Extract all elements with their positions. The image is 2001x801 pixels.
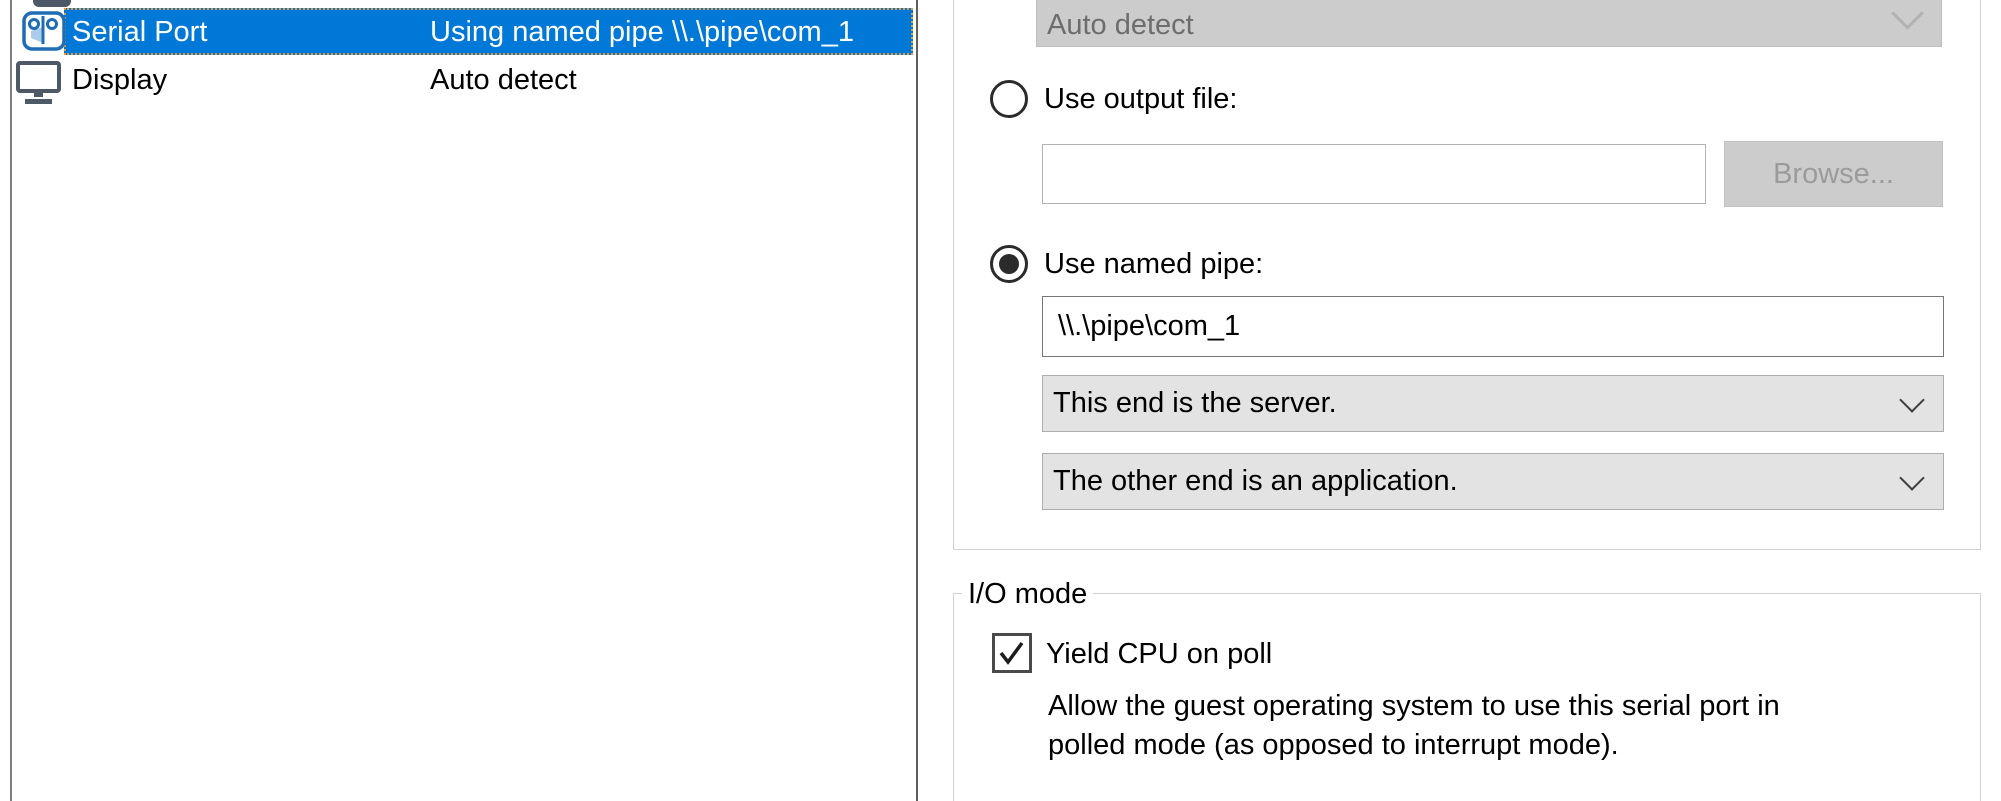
chevron-down-icon: [1899, 464, 1925, 491]
io-mode-description-line2: polled mode (as opposed to interrupt mod…: [1048, 729, 1619, 761]
pipe-far-end-combobox[interactable]: The other end is an application.: [1042, 453, 1944, 510]
device-row-display[interactable]: Display Auto detect: [12, 56, 916, 106]
checkmark-icon: [999, 641, 1024, 665]
device-list-left-border: [10, 0, 12, 801]
clipped-device-icon: [33, 0, 71, 7]
display-icon: [16, 61, 61, 104]
use-output-file-radio[interactable]: [990, 80, 1028, 118]
device-summary: Using named pipe \\.\pipe\com_1: [430, 16, 854, 48]
yield-cpu-checkbox[interactable]: [992, 633, 1032, 673]
browse-button[interactable]: Browse...: [1724, 141, 1943, 207]
device-row-serial-port[interactable]: Serial Port Using named pipe \\.\pipe\co…: [12, 6, 916, 56]
output-file-input[interactable]: [1042, 144, 1706, 204]
pipe-end-combobox[interactable]: This end is the server.: [1042, 375, 1944, 432]
selection-highlight: [64, 8, 913, 55]
io-mode-description-line1: Allow the guest operating system to use …: [1048, 690, 1780, 722]
pipe-end-combobox-value: This end is the server.: [1053, 387, 1337, 419]
named-pipe-input[interactable]: [1042, 296, 1944, 357]
chevron-down-icon: [1891, 0, 1924, 30]
use-named-pipe-label[interactable]: Use named pipe:: [1044, 248, 1264, 280]
use-output-file-label[interactable]: Use output file:: [1044, 83, 1238, 115]
device-summary: Auto detect: [430, 64, 577, 96]
device-name: Display: [72, 64, 168, 96]
io-mode-groupbox: I/O mode: [953, 577, 1981, 801]
device-type-combobox[interactable]: Auto detect: [1036, 0, 1942, 47]
device-list-right-border: [916, 0, 918, 801]
serial-port-icon: [22, 11, 66, 51]
connection-groupbox: [953, 0, 1981, 550]
io-mode-group-title: I/O mode: [962, 577, 1094, 611]
device-type-combobox-value: Auto detect: [1047, 9, 1194, 41]
device-name: Serial Port: [72, 16, 208, 48]
pipe-far-end-combobox-value: The other end is an application.: [1053, 465, 1458, 497]
use-named-pipe-radio[interactable]: [990, 245, 1028, 283]
radio-dot: [999, 254, 1019, 274]
yield-cpu-label[interactable]: Yield CPU on poll: [1046, 638, 1273, 670]
chevron-down-icon: [1899, 386, 1925, 413]
